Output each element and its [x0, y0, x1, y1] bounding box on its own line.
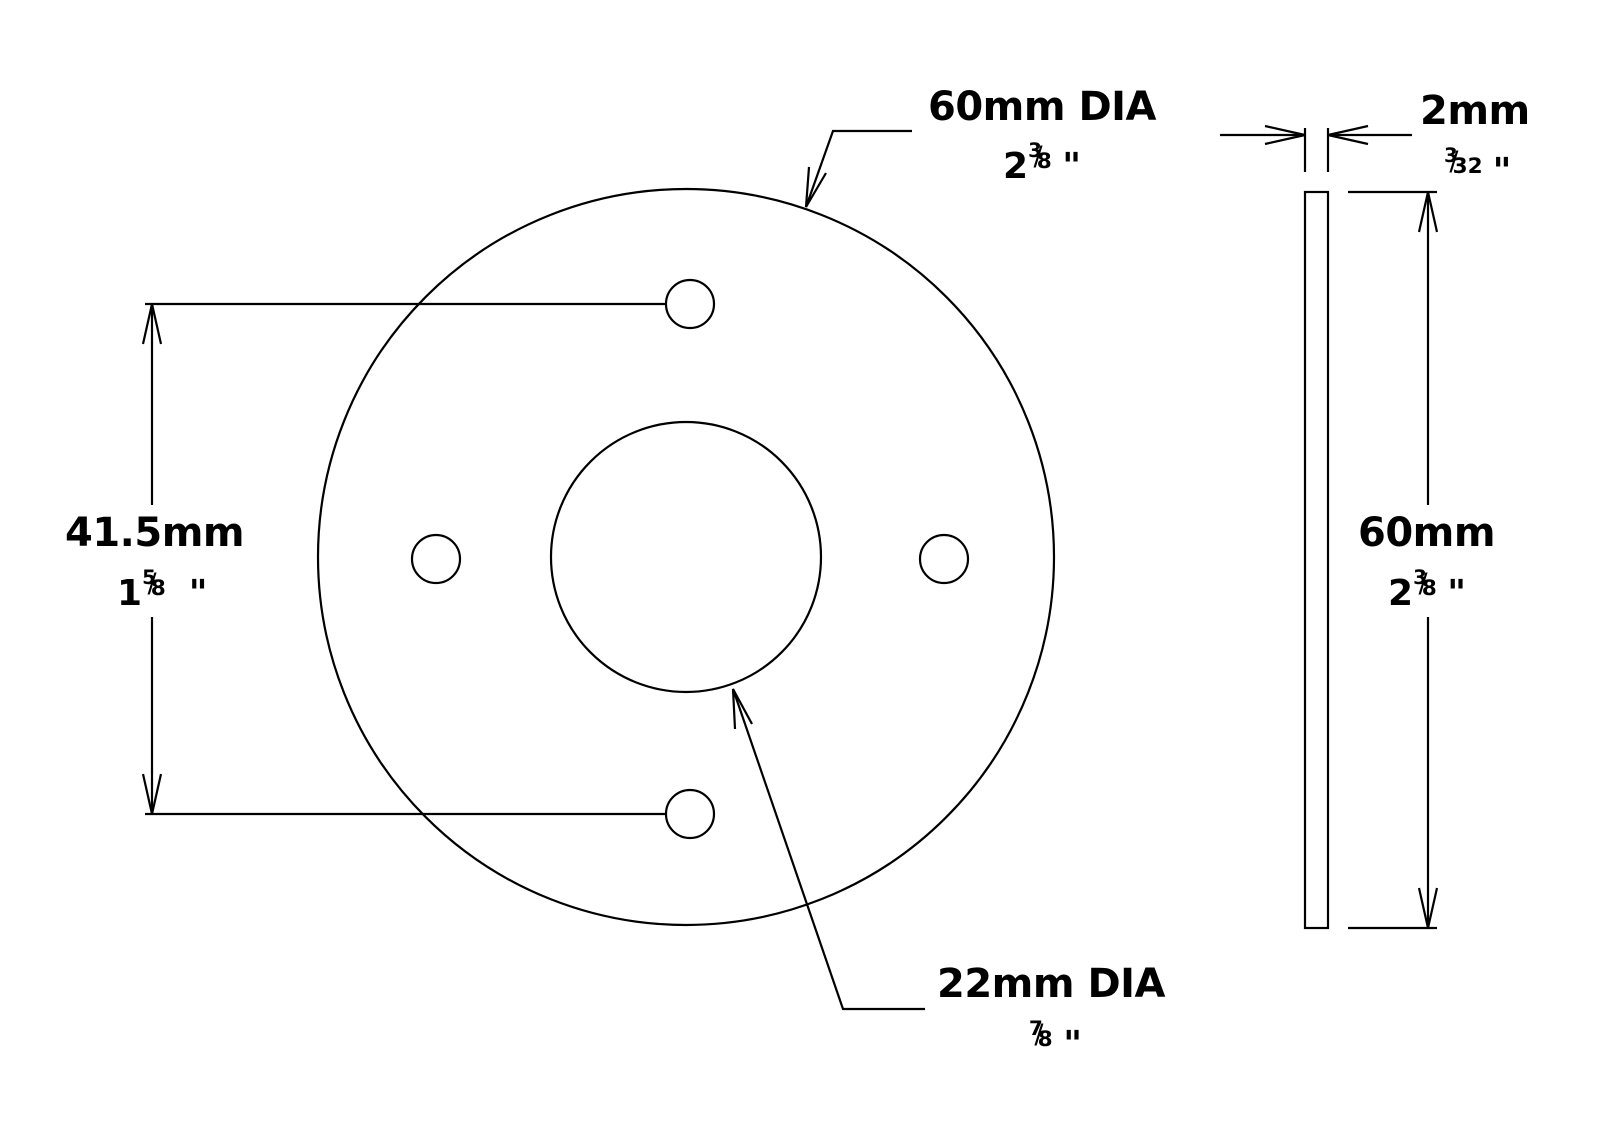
- thickness-metric-label: 2mm: [1420, 88, 1530, 134]
- leader-outer-diameter: [804, 129, 912, 208]
- arrowhead-thickness-left: [1264, 124, 1306, 146]
- arrowhead-bore-diameter: [731, 688, 753, 730]
- thickness-fraction: 3/32: [1444, 144, 1483, 180]
- arrowhead-outer-diameter: [804, 166, 827, 208]
- fraction-numerator: 5: [142, 566, 156, 590]
- arrowhead-height-top: [1417, 191, 1439, 233]
- arrowhead-thickness-right: [1327, 124, 1369, 146]
- mounting-hole-top: [664, 278, 716, 330]
- arrowhead-spacing-bottom: [141, 773, 163, 815]
- fraction-denominator: 32: [1452, 154, 1483, 180]
- fraction-numerator: 7: [1029, 1017, 1043, 1041]
- outer-diameter-fraction: 3/8: [1028, 139, 1052, 175]
- bore-diameter-fraction: 7/8: [1029, 1017, 1053, 1053]
- leader-bore-diameter: [731, 688, 925, 1011]
- thickness-imperial-label: 3/32": [1444, 144, 1512, 192]
- fraction-denominator: 8: [1036, 149, 1052, 175]
- inch-mark: ": [1063, 1024, 1082, 1065]
- mounting-hole-right: [918, 533, 970, 585]
- fraction-numerator: 3: [1413, 566, 1427, 590]
- mounting-hole-bottom: [664, 788, 716, 840]
- arrowhead-spacing-top: [141, 303, 163, 345]
- outer-diameter-whole: 2: [1003, 146, 1029, 187]
- arrowhead-height-bottom: [1417, 887, 1439, 929]
- side-view-outline: [1303, 190, 1330, 930]
- fraction-numerator: 3: [1444, 144, 1458, 168]
- side-height-whole: 2: [1388, 573, 1414, 614]
- side-height-metric-label: 60mm: [1358, 510, 1496, 556]
- fraction-denominator: 8: [1421, 576, 1437, 602]
- hole-spacing-metric-label: 41.5mm: [65, 510, 245, 556]
- center-bore-outline: [549, 420, 823, 694]
- fraction-denominator: 8: [1037, 1027, 1053, 1053]
- fraction-numerator: 3: [1028, 139, 1042, 163]
- inch-mark: ": [1447, 573, 1467, 614]
- hole-spacing-whole: 1: [117, 573, 143, 614]
- bore-diameter-imperial-label: 7/8 ": [1029, 1017, 1082, 1065]
- mounting-hole-left: [410, 533, 462, 585]
- bore-diameter-metric-label: 22mm DIA: [937, 961, 1166, 1007]
- outer-diameter-metric-label: 60mm DIA: [928, 84, 1157, 130]
- inch-mark: ": [1492, 151, 1512, 192]
- side-height-fraction: 3/8: [1413, 566, 1437, 602]
- inch-mark: ": [176, 573, 208, 614]
- fraction-denominator: 8: [150, 576, 166, 602]
- hole-spacing-fraction: 5/8: [142, 566, 166, 602]
- inch-mark: ": [1062, 146, 1082, 187]
